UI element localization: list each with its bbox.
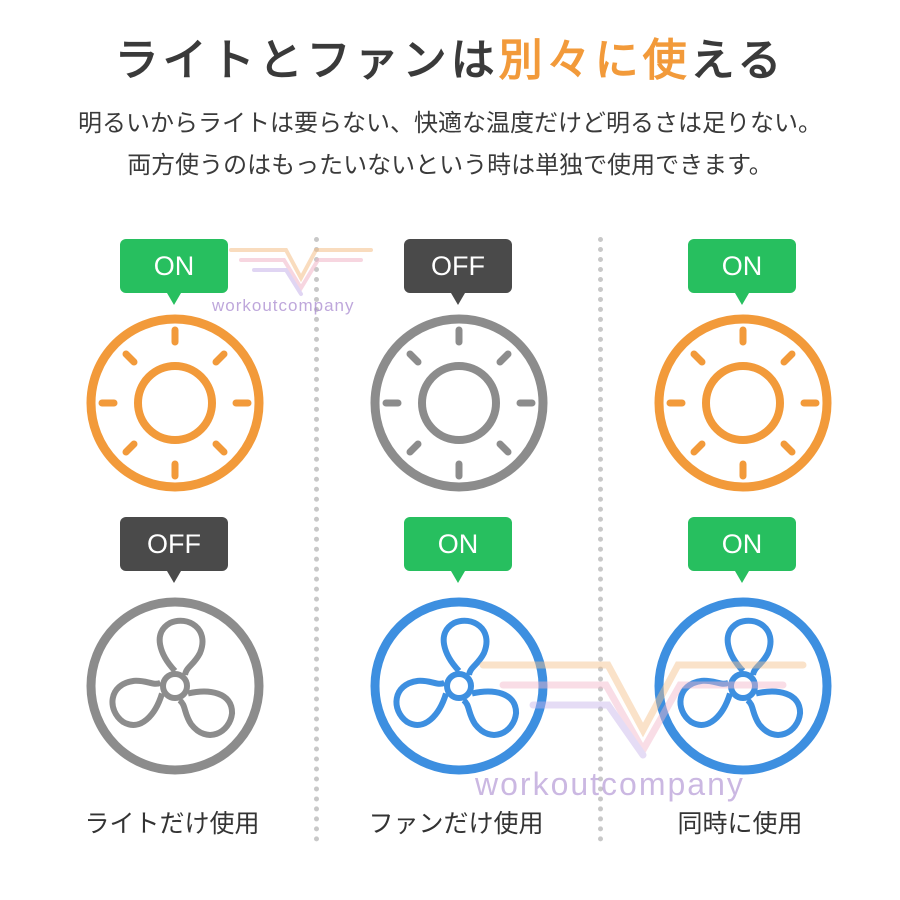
column-light-only: ON OFF: [27, 0, 317, 900]
column-divider: [314, 237, 319, 842]
sun-icon: [650, 310, 836, 496]
light-status-badge: ON: [120, 239, 228, 305]
title-part-1: ライトとファンは: [114, 35, 499, 86]
description-line-1: 明るいからライトは要らない、快適な温度だけど明るさは足りない。: [78, 109, 822, 137]
caption-both: 同時に使用: [677, 809, 803, 838]
page-title: ライトとファンは別々に使える: [0, 24, 900, 88]
fan-status-badge: OFF: [120, 517, 228, 583]
column-both: ON ON: [595, 0, 885, 900]
title-part-2: える: [690, 35, 786, 86]
watermark-text: workoutcompany: [212, 296, 355, 315]
watermark-text: workoutcompany: [475, 766, 745, 802]
watermark-logo: [478, 650, 808, 764]
column-fan-only: OFF ON: [311, 0, 601, 900]
fan-status-badge: ON: [404, 517, 512, 583]
watermark-logo: [226, 238, 376, 302]
sun-icon: [366, 310, 552, 496]
fan-status-badge: ON: [688, 517, 796, 583]
fan-icon: [82, 593, 268, 779]
description-line-2: 両方使うのはもったいないという時は単独で使用できます。: [127, 151, 773, 179]
caption-light-only: ライトだけ使用: [84, 809, 260, 838]
sun-icon: [82, 310, 268, 496]
light-status-badge: OFF: [404, 239, 512, 305]
light-status-badge: ON: [688, 239, 796, 305]
column-divider: [598, 237, 603, 842]
fan-icon: [366, 593, 552, 779]
caption-fan-only: ファンだけ使用: [368, 809, 544, 838]
fan-icon: [650, 593, 836, 779]
title-highlight: 別々に使: [498, 35, 691, 86]
